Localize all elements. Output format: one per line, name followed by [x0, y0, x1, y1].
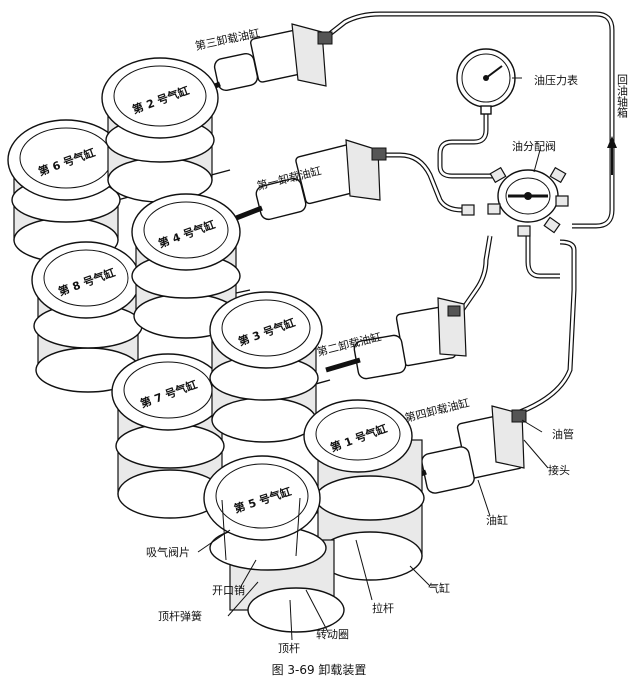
oil-distribution-valve-label: 油分配阀 — [512, 139, 556, 153]
return-to-shaft-box-label: 回油轴箱 — [616, 74, 629, 119]
oil-pipes — [320, 11, 615, 415]
oil-distribution-valve — [461, 166, 569, 237]
unloader-4-label: 第四卸载油缸 — [403, 395, 470, 425]
cylinder-7: 第 7 号气缸 — [111, 353, 225, 519]
oil-pressure-gauge — [456, 48, 516, 115]
figure-caption: 图 3-69 卸载装置 — [272, 662, 367, 677]
cylinder-2: 第 2 号气缸 — [101, 57, 219, 203]
return-arrow — [607, 136, 617, 175]
unloader-cylinder-2 — [325, 297, 467, 380]
unloader-cylinder-3 — [179, 23, 333, 103]
top-rod-label: 顶杆 — [278, 641, 300, 655]
cylinder-3: 第 3 号气缸 — [209, 291, 323, 443]
oil-pressure-gauge-label: 油压力表 — [534, 73, 578, 87]
split-pin-label: 开口销 — [212, 583, 245, 597]
suction-valve-plate-label: 吸气阀片 — [146, 545, 190, 559]
cylinder-4: 第 4 号气缸 — [131, 193, 241, 339]
joint-label: 接头 — [548, 464, 570, 477]
cylinder-8: 第 8 号气缸 — [31, 241, 143, 393]
pull-rod-label: 拉杆 — [372, 601, 394, 615]
leader-lines — [197, 77, 549, 641]
cylinder-1: 第 1 号气缸 — [303, 399, 425, 581]
oil-cylinder-label: 油缸 — [486, 513, 508, 527]
oil-pipe-label: 油管 — [552, 427, 574, 441]
top-rod-spring-label: 顶杆弹簧 — [158, 609, 202, 623]
rotating-ring-label: 转动圈 — [316, 627, 349, 641]
unloader-3-label: 第三卸载油缸 — [194, 26, 261, 53]
air-cylinder-label: 气缸 — [428, 581, 450, 595]
unloader-cylinder-1 — [225, 139, 387, 225]
